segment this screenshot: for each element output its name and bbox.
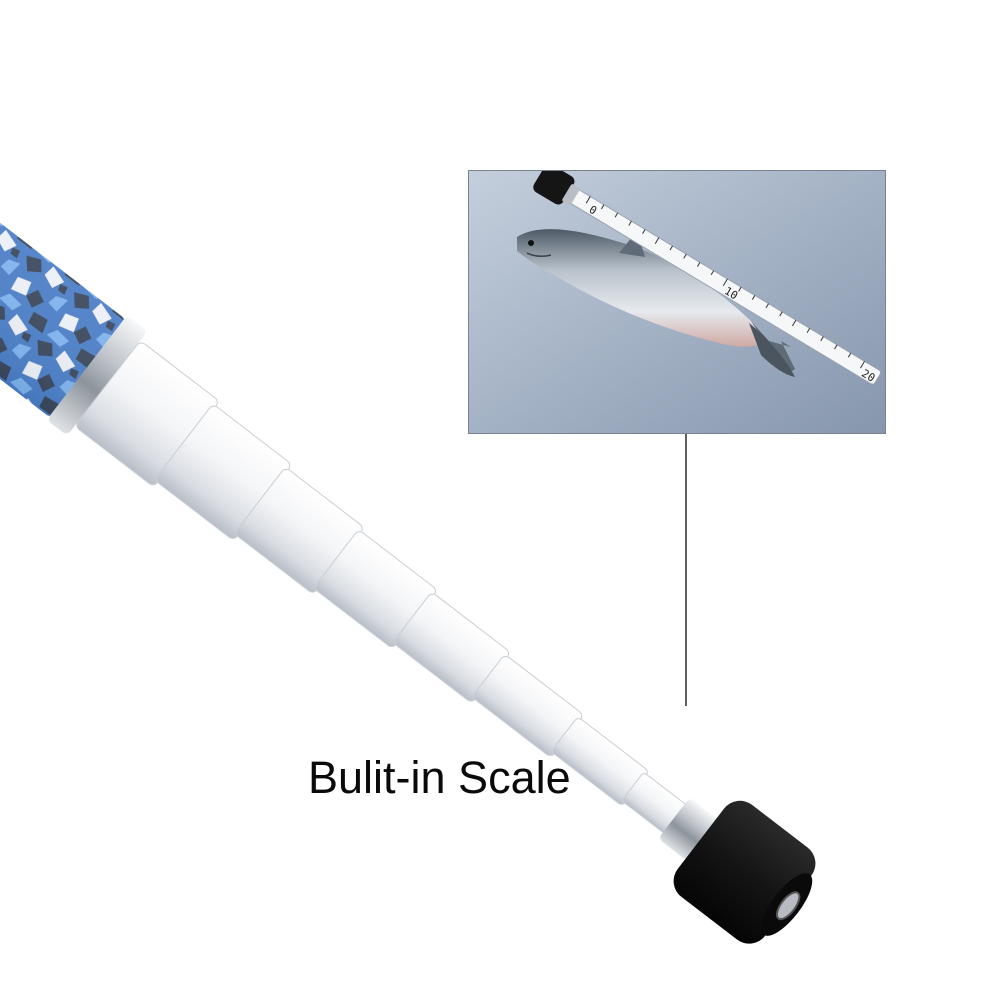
telescopic-sections — [76, 342, 687, 834]
feature-caption: Bulit-in Scale — [308, 752, 571, 803]
scale-mark-10: 10 — [722, 284, 740, 302]
metal-ring — [49, 317, 146, 434]
end-cap — [673, 800, 816, 944]
metal-collar — [660, 799, 717, 859]
scale-mark-20: 20 — [859, 367, 877, 385]
camo-handle — [0, 177, 125, 416]
salmon-fish — [517, 229, 795, 377]
scale-inset-photo: 0 10 20 — [468, 170, 886, 434]
inset-end-cap — [533, 171, 580, 206]
